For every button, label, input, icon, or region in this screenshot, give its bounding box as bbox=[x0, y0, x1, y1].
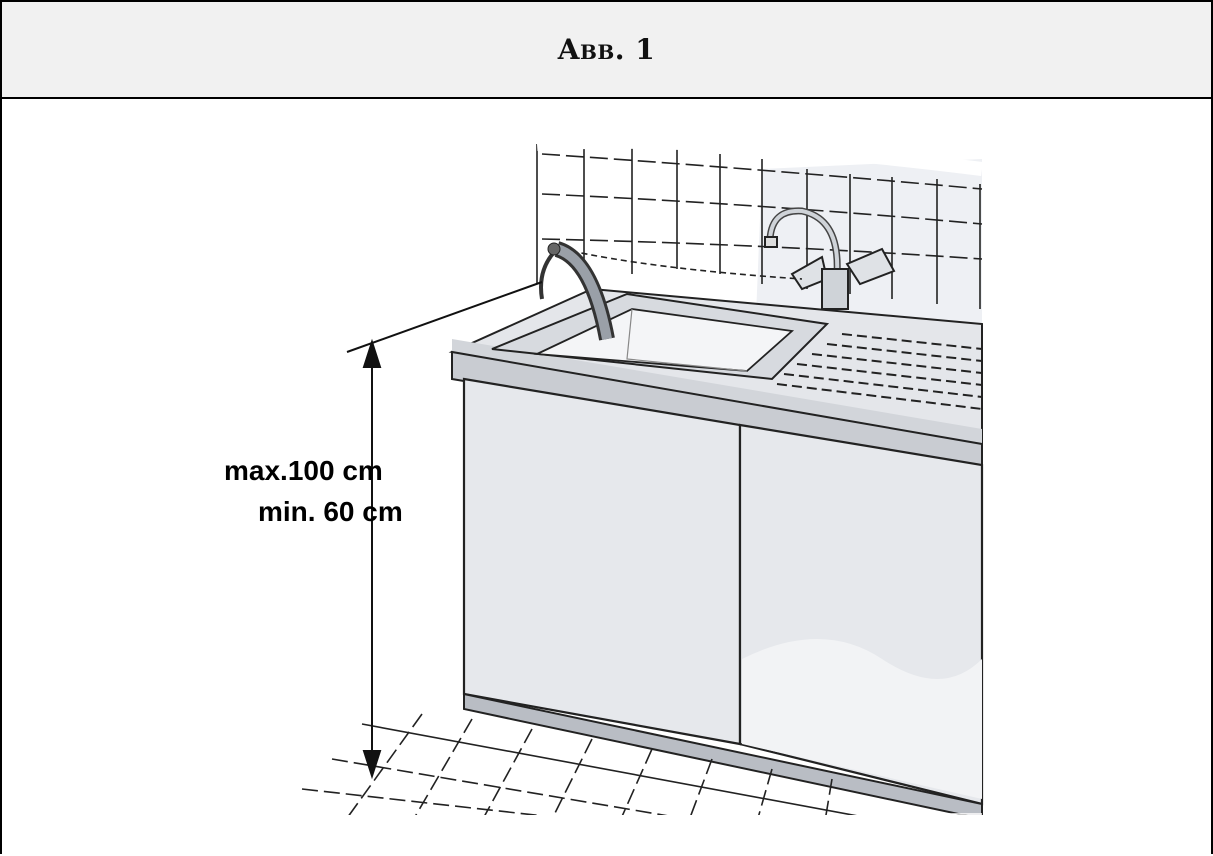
plug-chain bbox=[561, 248, 803, 280]
installation-illustration: max.100 cm min. 60 cm bbox=[2, 99, 1211, 856]
figure-header: Abb. 1 bbox=[2, 2, 1211, 99]
drainboard bbox=[776, 333, 983, 410]
cabinet-door-left bbox=[462, 377, 742, 746]
height-dimension bbox=[346, 281, 543, 780]
sink-cabinet-drawing bbox=[262, 134, 1002, 856]
figure-title: Abb. 1 bbox=[557, 33, 656, 66]
max-height-label: max.100 cm bbox=[224, 455, 383, 486]
drain-hose bbox=[539, 241, 615, 341]
min-height-label: min. 60 cm bbox=[258, 496, 403, 527]
faucet bbox=[764, 207, 896, 310]
